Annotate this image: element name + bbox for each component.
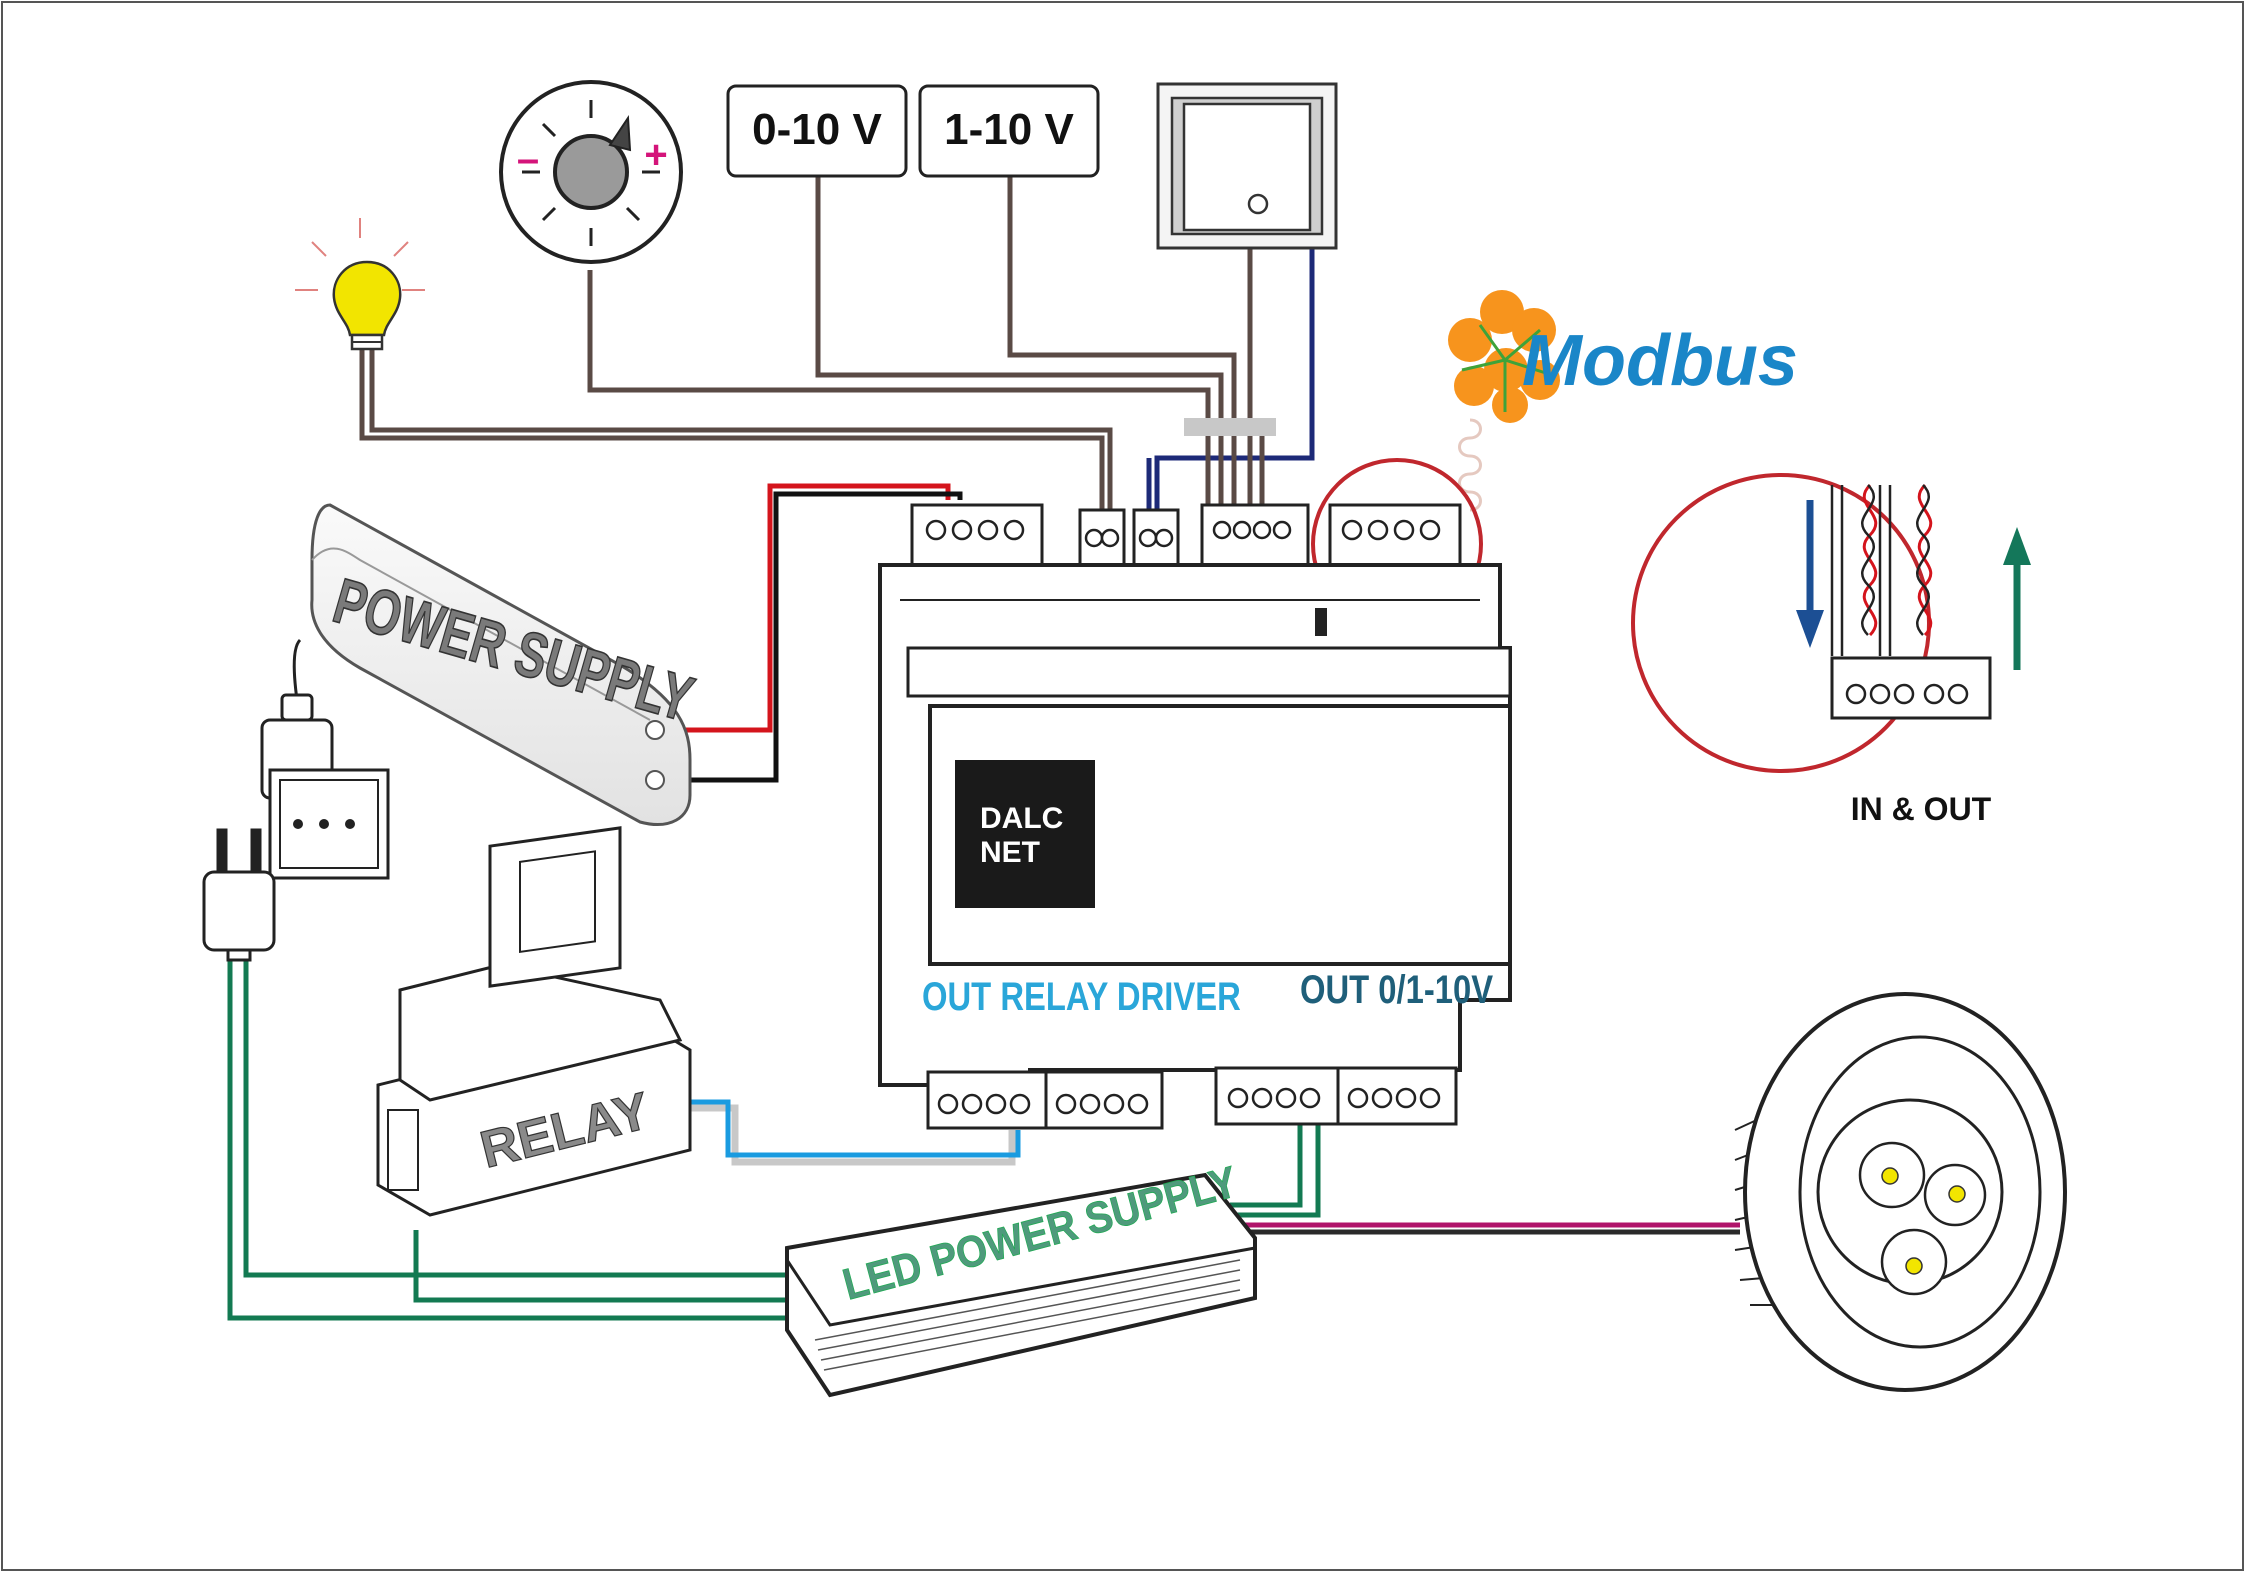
pot-plus-label: + xyxy=(644,133,667,177)
signal-0-10v-box: 0-10 V xyxy=(726,84,908,178)
wire-1-10v xyxy=(1007,175,1237,420)
in-out-detail: IN & OUT xyxy=(1631,473,2031,827)
wire-bundle xyxy=(1205,420,1265,512)
potentiometer-icon: – + xyxy=(499,80,683,264)
dalcnet-line1: DALC xyxy=(980,802,1063,835)
wire-out-green-2 xyxy=(1230,1125,1321,1218)
light-bulb-icon xyxy=(295,218,425,351)
wire-0-10v xyxy=(815,175,1224,420)
wall-socket-icon xyxy=(268,768,390,880)
wire-potentiometer xyxy=(587,270,1211,420)
wire-green-3 xyxy=(413,1230,787,1303)
relay-unit: RELAY xyxy=(376,826,692,1217)
pot-minus-label: – xyxy=(517,137,539,181)
label-1-10v: 1-10 V xyxy=(944,105,1074,154)
wire-grey xyxy=(690,1104,1016,1166)
modbus-logo: Modbus xyxy=(1448,290,1798,512)
label-0-10v: 0-10 V xyxy=(752,105,882,154)
wire-green-1 xyxy=(243,955,787,1278)
wires xyxy=(227,175,1740,1321)
dalcnet-logo xyxy=(955,760,1095,908)
wire-bulb xyxy=(359,345,1105,512)
led-downlight-icon xyxy=(1734,992,2067,1392)
push-button-icon xyxy=(1156,82,1338,250)
dalcnet-line2: NET xyxy=(980,836,1040,869)
wire-red xyxy=(668,483,951,733)
wire-connector xyxy=(1184,418,1276,436)
wire-black xyxy=(668,491,963,783)
led-power-supply-unit: LED POWER SUPPLY xyxy=(785,1156,1257,1398)
signal-1-10v-box: 1-10 V xyxy=(918,84,1100,178)
wire-blue xyxy=(690,1099,1021,1158)
wire-out-green-1 xyxy=(1230,1125,1303,1208)
dalcnet-module: DALC NET OUT RELAY DRIVER OUT 0/1-10V xyxy=(878,458,1512,1130)
mains-plug-2-icon xyxy=(202,828,276,962)
out-010v-label: OUT 0/1-10V xyxy=(1300,967,1494,1012)
out-relay-driver-label: OUT RELAY DRIVER xyxy=(922,974,1241,1019)
wire-bulb-2 xyxy=(369,345,1113,512)
modbus-label: Modbus xyxy=(1522,321,1798,401)
wire-green-2 xyxy=(227,955,787,1321)
in-out-label: IN & OUT xyxy=(1851,791,1992,827)
